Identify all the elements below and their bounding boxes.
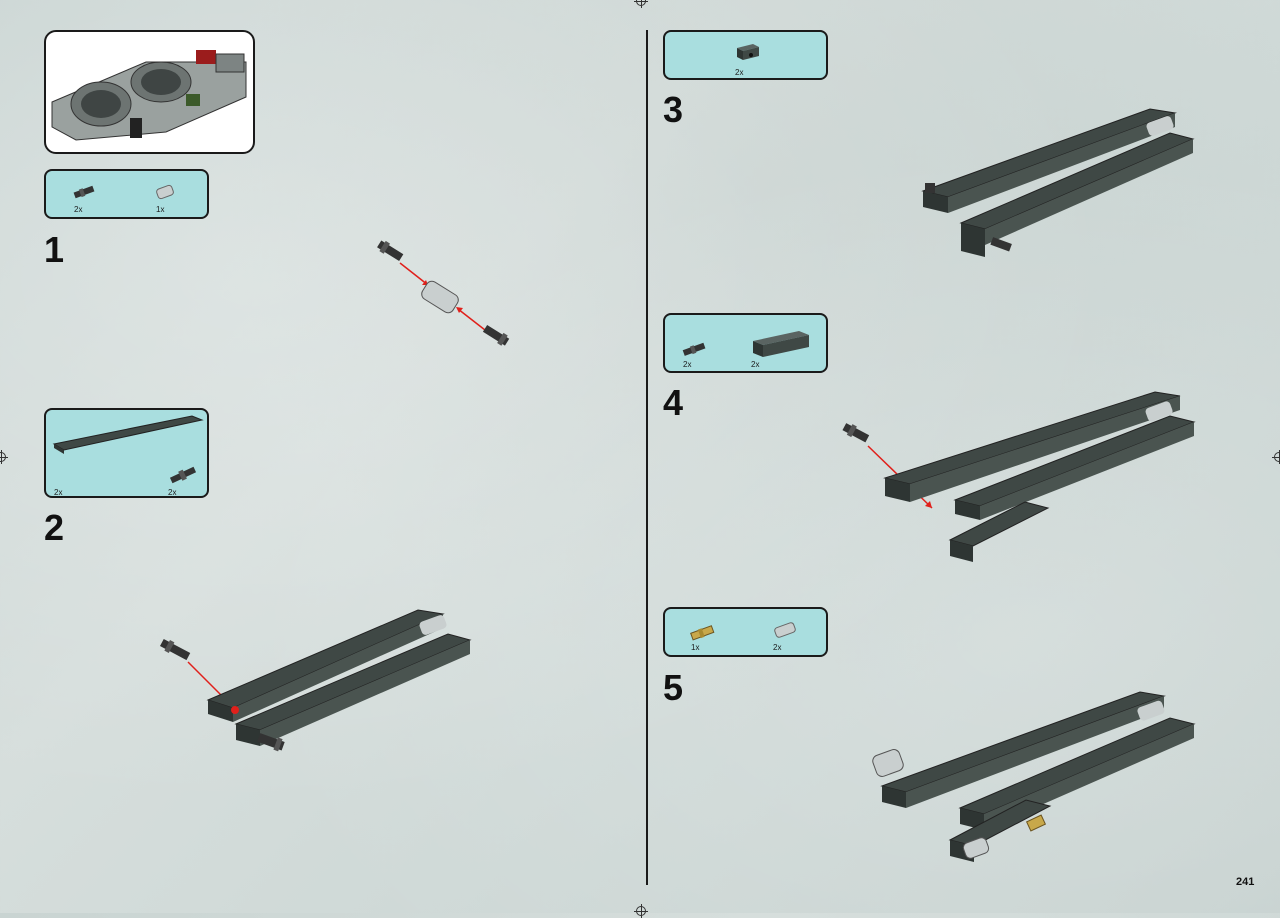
axle-pin-icon [169, 466, 197, 484]
part-qty: 2x [735, 68, 744, 77]
step-5-assembly-diagram [872, 691, 1196, 862]
model-overview-icon [51, 50, 247, 141]
part-qty: 2x [683, 360, 692, 369]
registration-mark-left [0, 450, 8, 464]
part-qty: 1x [156, 205, 165, 214]
technic-brick-1x6-icon [753, 331, 809, 357]
step-4-assembly-diagram [842, 391, 1196, 562]
step-2-assembly-diagram [159, 609, 472, 752]
part-qty: 2x [773, 643, 782, 652]
axle-connector-icon [156, 184, 174, 200]
step-1-assembly-diagram [377, 240, 510, 346]
registration-mark-right [1272, 450, 1280, 464]
step-3-assembly-diagram [921, 108, 1195, 257]
step-5-parts-callout: 1x 2x [663, 607, 828, 657]
page-divider [646, 30, 648, 885]
axle-pin-icon [682, 342, 706, 356]
technic-beam-16-icon [52, 415, 204, 454]
tan-axle-pin-icon [690, 625, 715, 641]
step-number: 5 [663, 667, 684, 708]
step-number: 1 [44, 229, 65, 270]
axle-pin-icon [73, 185, 95, 199]
step-4-parts-callout: 2x 2x [663, 313, 828, 373]
registration-mark-bottom [634, 904, 648, 918]
step-number: 2 [44, 507, 65, 548]
model-overview-image [44, 30, 255, 154]
part-qty: 2x [751, 360, 760, 369]
part-qty: 2x [74, 205, 83, 214]
axle-connector-icon [774, 622, 796, 638]
step-number: 3 [663, 89, 684, 130]
technic-brick-1x2-icon [737, 44, 759, 60]
step-number: 4 [663, 382, 684, 423]
step-1-parts-callout: 2x 1x [44, 169, 209, 219]
part-qty: 2x [168, 488, 177, 497]
step-3-parts-callout: 2x [663, 30, 828, 80]
step-2-parts-callout: 2x 2x [44, 408, 209, 498]
part-qty: 2x [54, 488, 63, 497]
registration-mark-top [634, 0, 648, 8]
page-number: 241 [1236, 876, 1255, 888]
part-qty: 1x [691, 643, 700, 652]
